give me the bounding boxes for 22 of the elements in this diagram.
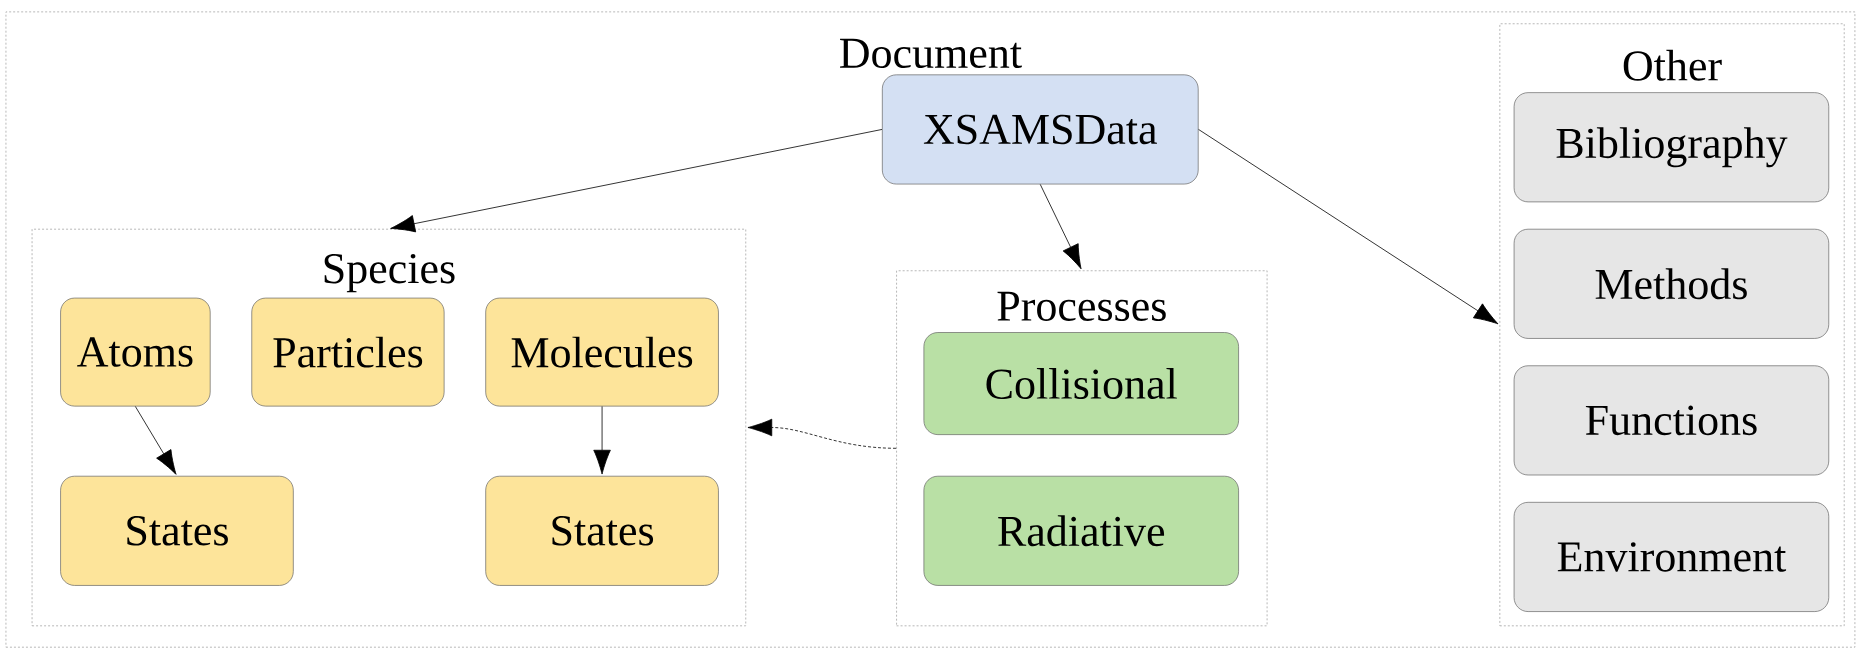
rounded-box: Bibliography [1513, 92, 1830, 203]
arrow [747, 418, 897, 449]
rounded-box: Methods [1513, 228, 1830, 339]
arrow [390, 129, 883, 233]
group-heading: Species [324, 253, 455, 293]
rounded-box: States [485, 475, 719, 586]
rounded-box: Environment [1513, 501, 1830, 612]
group-heading: Other [1623, 49, 1722, 81]
arrow [135, 406, 177, 475]
rounded-box: Atoms [60, 297, 211, 407]
rounded-box: Particles [251, 297, 445, 407]
rounded-box: States [60, 475, 294, 586]
rounded-box: Molecules [485, 297, 719, 407]
arrow [593, 406, 611, 475]
arrow [1039, 184, 1082, 270]
group-heading: Processes [997, 291, 1166, 321]
rounded-box: Collisional [923, 332, 1239, 435]
group-heading: Document [840, 38, 1022, 69]
rounded-box: Functions [1513, 365, 1830, 476]
rounded-box: XSAMSData [881, 74, 1199, 185]
rounded-box: Radiative [923, 475, 1239, 586]
arrow [1198, 129, 1499, 325]
